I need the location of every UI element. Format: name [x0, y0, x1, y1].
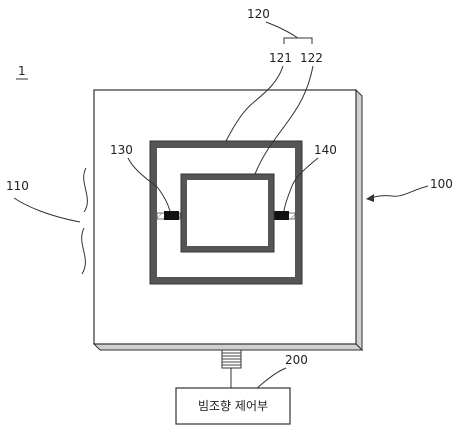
label-120: 120: [247, 7, 270, 21]
leader-100: [370, 186, 428, 198]
label-110: 110: [6, 179, 29, 193]
label-121: 121: [269, 51, 292, 65]
leader-200: [255, 368, 286, 390]
label-122: 122: [300, 51, 323, 65]
left-element: [164, 211, 179, 220]
break-mark-110: [82, 168, 88, 274]
right-element: [274, 211, 289, 220]
figure-number: 1: [18, 64, 26, 78]
label-100: 100: [430, 177, 453, 191]
label-140: 140: [314, 143, 337, 157]
arrow-100: [366, 194, 374, 202]
inner-loop: [181, 174, 274, 252]
controller-label: 빔조향 제어부: [198, 399, 268, 413]
connector-spring: [220, 350, 243, 388]
label-200: 200: [285, 353, 308, 367]
label-130: 130: [110, 143, 133, 157]
bracket-120: [284, 38, 312, 44]
leader-120: [266, 22, 298, 38]
leader-110: [14, 198, 80, 222]
